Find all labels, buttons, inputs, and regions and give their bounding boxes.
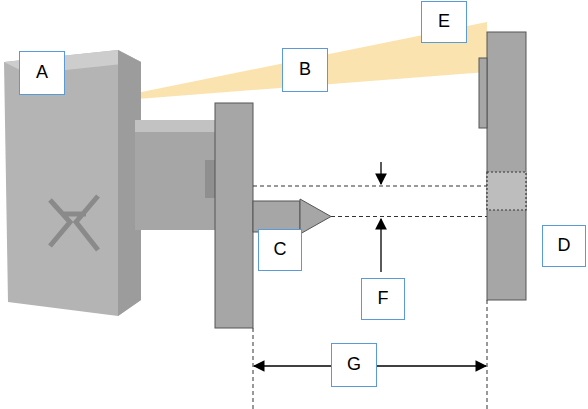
callout-box: D xyxy=(542,225,586,267)
callout-letter: A xyxy=(36,63,48,83)
pin-tip xyxy=(300,199,331,234)
callout-box: B xyxy=(282,48,328,92)
right-plate xyxy=(487,32,526,300)
callout-letter: C xyxy=(274,240,287,260)
camera-body xyxy=(4,50,141,316)
camera-front-block xyxy=(135,120,215,230)
hole-axis-line xyxy=(253,186,487,187)
extension-line xyxy=(253,328,254,409)
target-tab xyxy=(479,58,487,128)
camera-logo xyxy=(50,196,98,250)
left-plate xyxy=(215,103,253,328)
callout-letter: F xyxy=(378,289,389,309)
offset-arrow xyxy=(380,219,381,272)
callout-box: C xyxy=(258,229,302,271)
camera-front-top xyxy=(135,120,215,132)
pin-shaft xyxy=(253,201,300,232)
callout-letter: E xyxy=(438,12,450,32)
callout-letter: G xyxy=(347,355,361,375)
extension-line xyxy=(487,300,488,409)
hole xyxy=(487,172,526,210)
callout-box: E xyxy=(421,1,467,43)
pin-axis-line xyxy=(331,216,487,217)
callout-letter: B xyxy=(299,60,311,80)
callout-box: A xyxy=(19,51,65,95)
offset-arrow xyxy=(380,162,381,184)
callout-box: G xyxy=(331,343,377,387)
callout-box: F xyxy=(361,278,405,320)
callout-letter: D xyxy=(558,236,571,256)
